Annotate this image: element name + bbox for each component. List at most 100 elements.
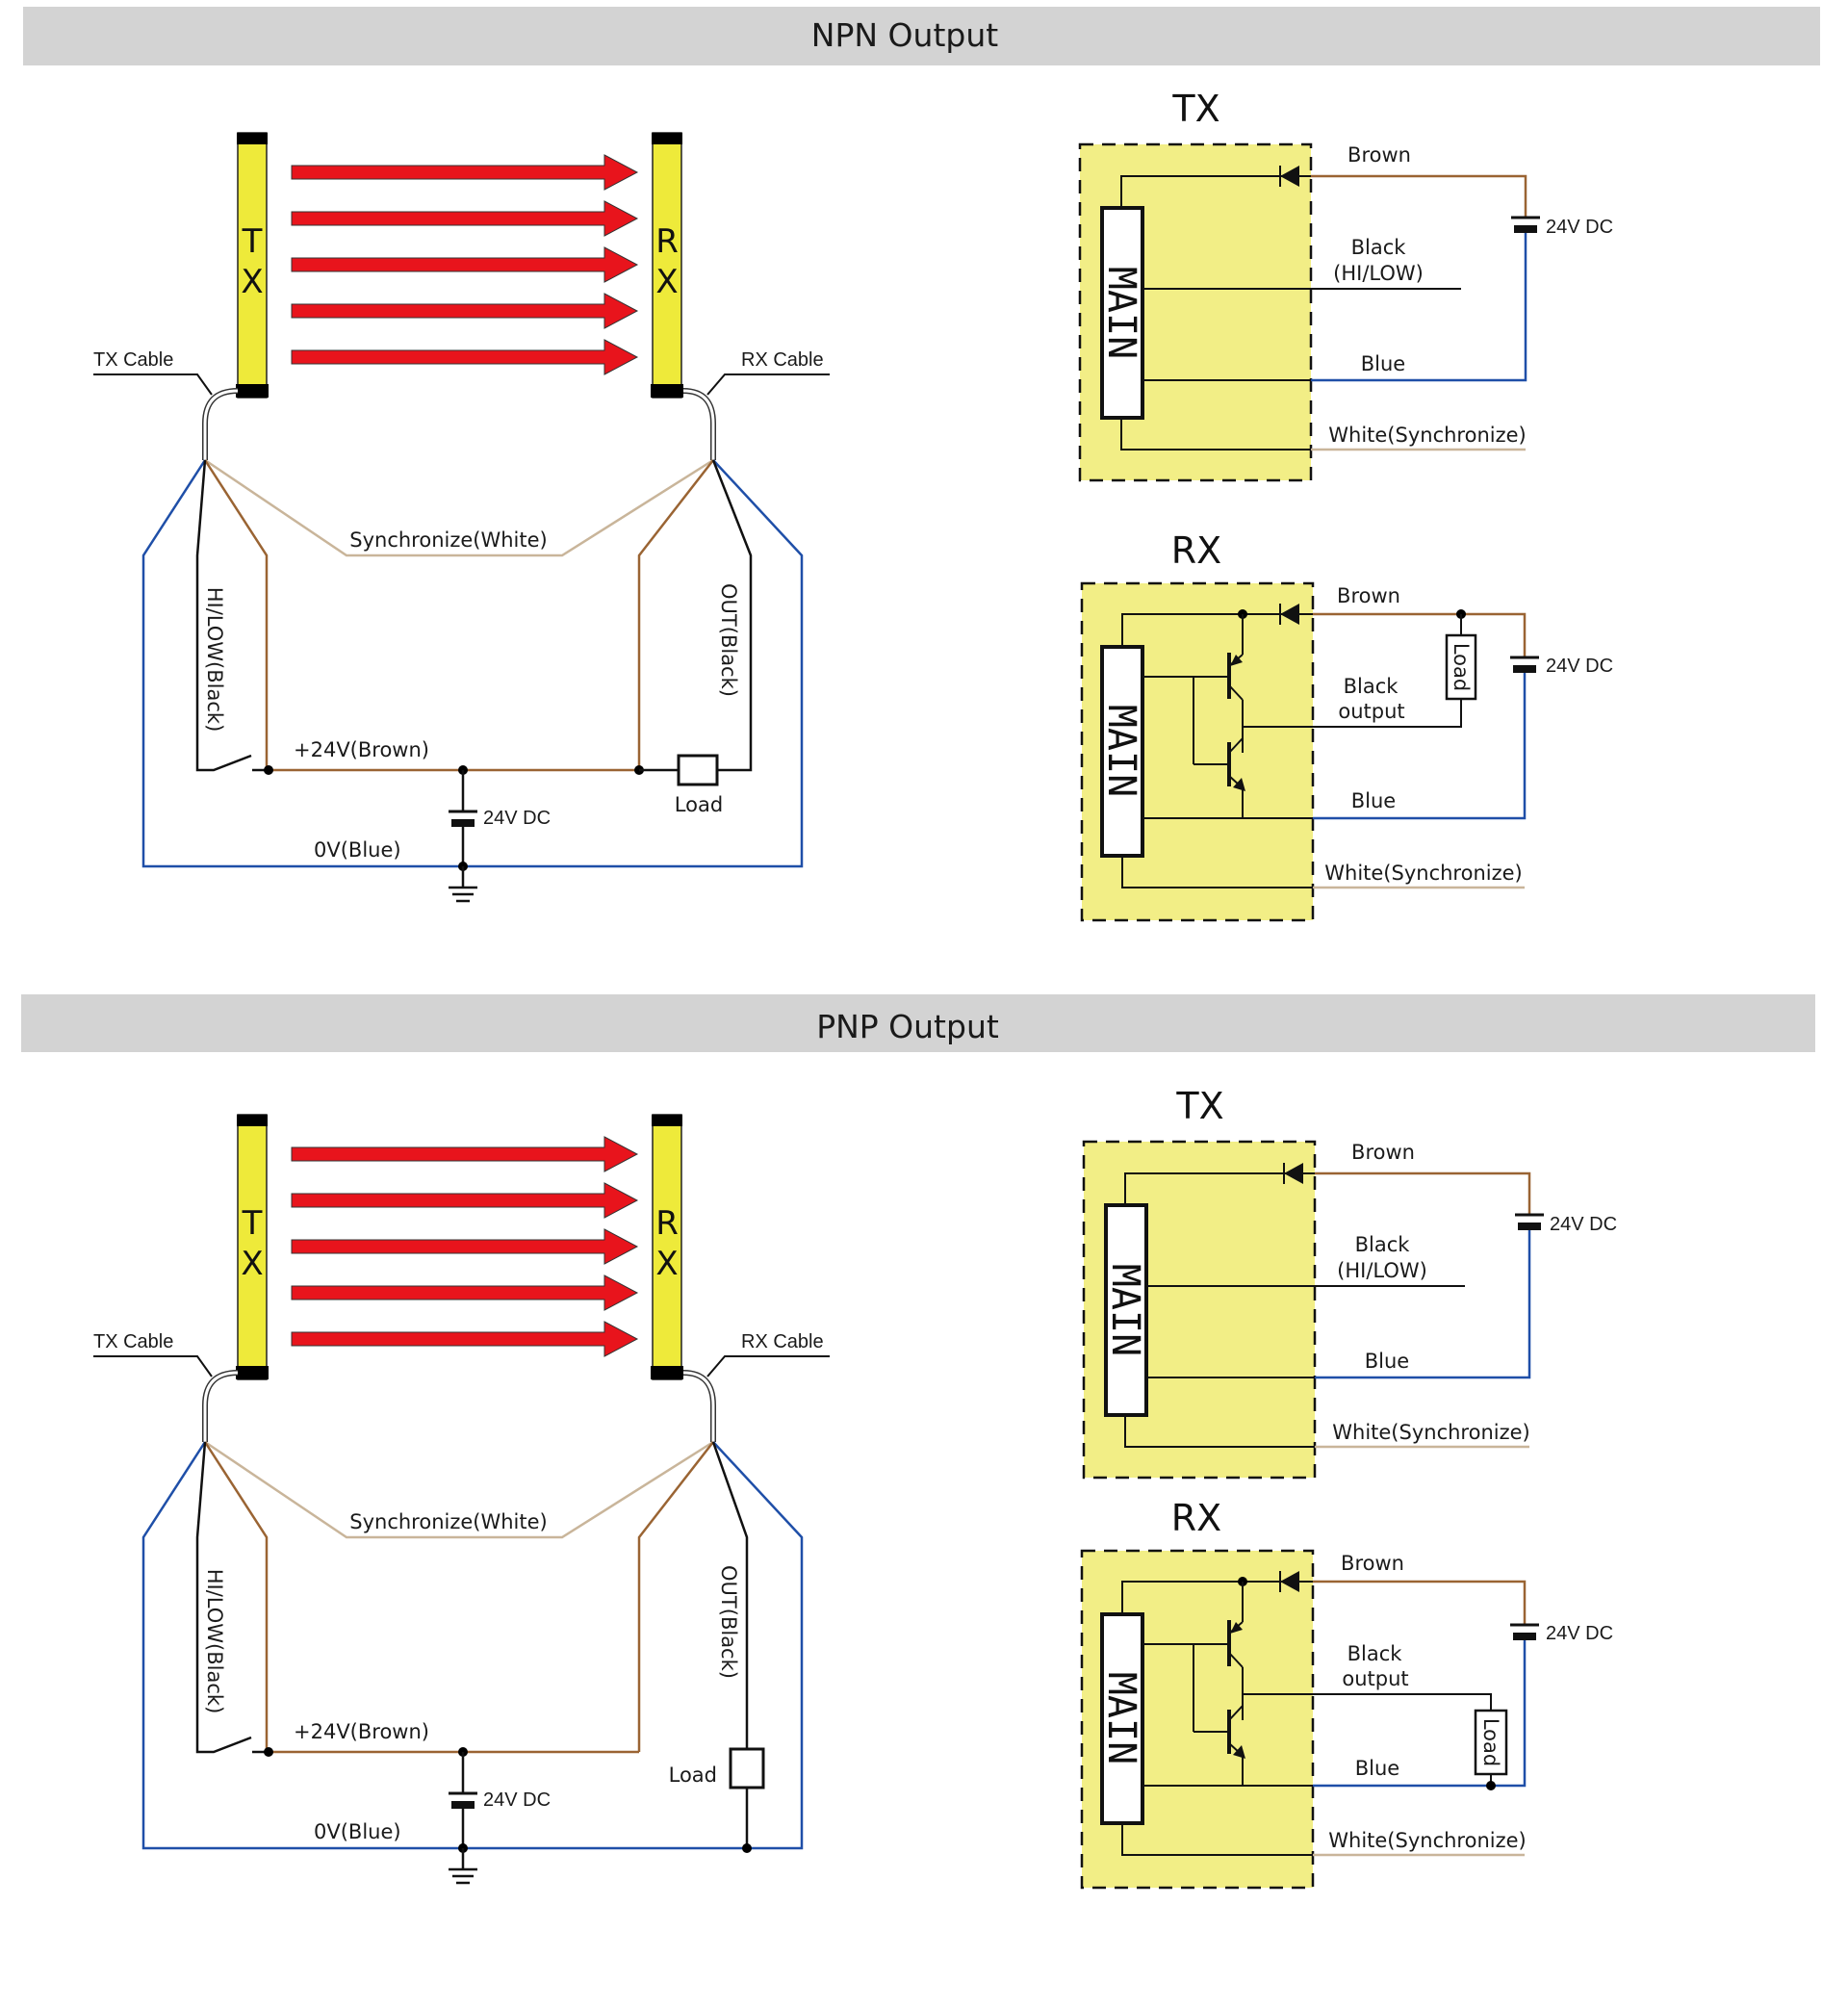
tx-light-bar-top-cap <box>237 133 268 144</box>
rx-cable-core <box>682 1371 715 1442</box>
tx-light-bar-letter-1: T <box>242 222 263 261</box>
tx-light-bar-letter-1: T <box>242 1204 263 1243</box>
load-label: Load <box>675 793 723 816</box>
main-label: MAIN <box>1099 705 1143 797</box>
light-beam-arrow-icon <box>291 154 639 191</box>
wire-brown-tx <box>203 1441 269 1752</box>
load-box <box>677 754 719 786</box>
supply-label: 24V DC <box>1546 217 1613 238</box>
wire-brown <box>1311 174 1527 218</box>
collector-lead <box>1228 684 1244 701</box>
rx-light-bar-bottom-cap <box>651 1366 683 1379</box>
load-label: Load <box>1479 1718 1502 1766</box>
wire-internal <box>1124 1416 1315 1448</box>
brown-label: Brown <box>1341 1552 1404 1575</box>
tx-light-bar <box>237 132 268 399</box>
black-label: Black <box>1351 236 1407 259</box>
plus24-label: +24V(Brown) <box>294 738 429 761</box>
tx-light-bar-letter-2: X <box>241 263 263 301</box>
light-beam-arrow-icon <box>291 246 639 283</box>
wire-blue-0v <box>141 1441 804 1850</box>
battery-plate-short <box>1513 1633 1536 1640</box>
wire-brown <box>1313 1580 1527 1625</box>
diode-icon <box>1280 166 1299 187</box>
white-label: White(Synchronize) <box>1328 424 1526 447</box>
out-label: OUT(Black) <box>717 583 740 697</box>
blue-label: Blue <box>1365 1350 1409 1373</box>
blue-label: Blue <box>1351 789 1396 812</box>
diode-icon <box>1280 1571 1299 1592</box>
hilow-label: (HI/LOW) <box>1333 262 1424 285</box>
collector-lead <box>1228 1705 1244 1721</box>
hilow-label: HI/LOW(Black) <box>203 587 226 733</box>
sync-label: Synchronize(White) <box>349 528 547 552</box>
wire-blue <box>1313 673 1527 820</box>
tx-light-bar-bottom-cap <box>236 1366 269 1379</box>
hilow-label: (HI/LOW) <box>1337 1259 1427 1282</box>
tx-cable-label: TX Cable <box>93 349 173 371</box>
rx-cable-label: RX Cable <box>741 349 824 371</box>
load-label: Load <box>669 1763 717 1787</box>
plus24-label: +24V(Brown) <box>294 1720 429 1743</box>
hilow-label: HI/LOW(Black) <box>203 1569 226 1714</box>
npn-tx-circuit: TXMAINBrownBlack(HI/LOW)BlueWhite(Synchr… <box>1078 88 1613 482</box>
brown-label: Brown <box>1348 143 1411 167</box>
rx-light-bar-letter-2: X <box>655 263 678 301</box>
wire-black-out <box>711 459 753 772</box>
main-controller-box <box>1100 206 1144 420</box>
load-box <box>1474 1709 1508 1776</box>
pnp-header-band <box>21 994 1815 1052</box>
wire-black-out <box>711 1441 749 1749</box>
output-label: output <box>1338 700 1404 723</box>
wire-internal <box>1120 175 1311 207</box>
tx-cable-core <box>203 1371 239 1442</box>
rx-cable-core <box>682 389 715 460</box>
rx-cable-leader <box>706 373 830 396</box>
supply-label: 24V DC <box>1546 656 1613 677</box>
battery-plate-short <box>1518 1223 1541 1230</box>
rx-light-bar-letter-2: X <box>655 1245 678 1283</box>
wire-blue <box>1313 1640 1527 1788</box>
wire-black <box>1313 1693 1492 1711</box>
light-beam-arrow-icon <box>291 339 639 375</box>
white-label: White(Synchronize) <box>1332 1421 1529 1444</box>
load-box <box>1445 633 1477 701</box>
wire-black <box>1313 699 1462 728</box>
black-label: Black <box>1355 1233 1411 1256</box>
battery-plate-short <box>451 819 475 827</box>
sync-label: Synchronize(White) <box>349 1510 547 1533</box>
wire-brown-tx <box>203 459 269 770</box>
wire-blue <box>1315 1230 1531 1379</box>
transistor-arrow-icon <box>1233 778 1245 791</box>
collector-lead <box>1228 737 1244 754</box>
light-beam-arrow-icon <box>291 1274 639 1311</box>
pnp-header-title: PNP Output <box>816 1008 999 1045</box>
light-beam-arrow-icon <box>291 1321 639 1357</box>
collector-lead <box>1228 1652 1244 1668</box>
rx-light-bar-letter-1: R <box>655 222 679 261</box>
battery-plate-short <box>1513 665 1536 673</box>
tx-light-bar <box>237 1114 268 1380</box>
wire-white-sync <box>204 1440 714 1539</box>
main-label: MAIN <box>1103 1264 1147 1356</box>
output-label: output <box>1342 1667 1408 1690</box>
light-beam-arrow-icon <box>291 1136 639 1172</box>
battery-plate-short <box>1514 225 1537 233</box>
out-label: OUT(Black) <box>717 1565 740 1679</box>
black-label: Black <box>1344 675 1399 698</box>
transistor-arrow-icon <box>1230 1622 1243 1634</box>
tx-light-bar-bottom-cap <box>236 384 269 398</box>
tx-cable-core <box>203 389 239 460</box>
diode-icon <box>1280 604 1299 625</box>
supply-label: 24V DC <box>1546 1623 1613 1644</box>
wire-internal <box>1120 419 1311 451</box>
light-beam-arrow-icon <box>291 1228 639 1265</box>
rx-light-bar-bottom-cap <box>651 384 683 398</box>
black-label: Black <box>1348 1642 1403 1665</box>
